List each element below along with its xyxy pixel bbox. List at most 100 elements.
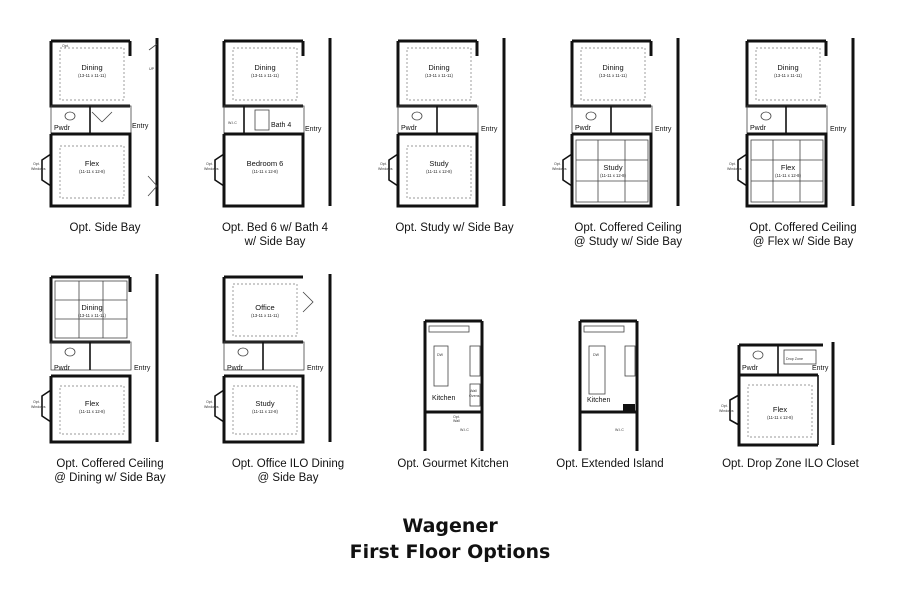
dining-size: (13-11 x 11-11) bbox=[599, 73, 627, 78]
option-caption: Opt. Bed 6 w/ Bath 4 w/ Side Bay bbox=[195, 221, 355, 249]
dw-label: DW bbox=[593, 353, 600, 357]
option-caption: Opt. Extended Island bbox=[540, 457, 680, 471]
wall-ovens-note-2: Ovens bbox=[469, 394, 480, 398]
windows-note-2: Windows bbox=[31, 405, 46, 409]
option-coffered-dining-plan: Dining (13-11 x 11-11) Pwdr Flex (11-11 … bbox=[30, 272, 170, 447]
windows-note: Opt. bbox=[380, 162, 387, 166]
windows-note: Opt. bbox=[729, 162, 736, 166]
option-caption: Opt. Side Bay bbox=[30, 221, 180, 235]
dining-size: (13-11 x 11-11) bbox=[425, 73, 453, 78]
caption-line-2: @ Side Bay bbox=[257, 472, 319, 484]
study-size: (11-11 x 12-8) bbox=[600, 173, 626, 178]
page-subtitle: First Floor Options bbox=[349, 541, 551, 563]
option-gourmet-kitchen-plan: DW Kitchen Wall Ovens W.I.C Opt. Wall bbox=[420, 316, 490, 451]
option-study-plan: Dining (13-11 x 11-11) Pwdr Study (11-11… bbox=[377, 36, 517, 211]
office-size: (13-11 x 11-11) bbox=[251, 313, 279, 318]
floor-plan-drawing: Dining (13-11 x 11-11) W.I.C Bath 4 Bedr… bbox=[204, 38, 332, 208]
pwdr-label: Pwdr bbox=[227, 365, 244, 372]
wic-label: W.I.C bbox=[460, 428, 469, 432]
option-caption: Opt. Coffered Ceiling @ Flex w/ Side Bay bbox=[718, 221, 888, 249]
option-coffered-study-plan: Dining (13-11 x 11-11) Pwdr Study (11-11… bbox=[551, 36, 691, 211]
dining-size: (13-11 x 11-11) bbox=[78, 73, 106, 78]
dining-label: Dining bbox=[254, 63, 275, 72]
windows-note: Opt. bbox=[206, 400, 213, 404]
bedroom6-size: (11-11 x 12-8) bbox=[252, 169, 278, 174]
dining-label: Dining bbox=[777, 63, 798, 72]
flex-label: Flex bbox=[781, 163, 795, 172]
floor-plan-drawing: Pwdr Drop Zone Flex (11-11 x 12-8) Opt. … bbox=[719, 342, 835, 447]
entry-label: Entry bbox=[307, 365, 324, 372]
bath4-label: Bath 4 bbox=[271, 122, 291, 129]
caption-line-2: @ Dining w/ Side Bay bbox=[54, 472, 166, 484]
floor-plan-drawing: Dining (13-11 x 11-11) Pwdr Study (11-11… bbox=[378, 38, 506, 208]
entry-label: Entry bbox=[132, 123, 149, 130]
study-size: (11-11 x 12-8) bbox=[252, 409, 278, 414]
windows-note-2: Windows bbox=[727, 167, 742, 171]
windows-note: Opt. bbox=[721, 404, 728, 408]
study-label: Study bbox=[603, 163, 622, 172]
caption-line-1: Opt. Bed 6 w/ Bath 4 bbox=[221, 222, 329, 234]
kitchen-label: Kitchen bbox=[587, 397, 610, 404]
pwdr-label: Pwdr bbox=[54, 365, 71, 372]
flex-label: Flex bbox=[85, 399, 99, 408]
caption-line-1: Opt. Side Bay bbox=[69, 222, 141, 234]
kitchen-label: Kitchen bbox=[432, 395, 455, 402]
opt-wall-note-2: Wall bbox=[453, 419, 460, 423]
flex-label: Flex bbox=[85, 159, 99, 168]
option-side-bay-plan: Dining (13-11 x 11-11) Opt. Pwdr Flex (1… bbox=[30, 36, 170, 211]
option-caption: Opt. Gourmet Kitchen bbox=[383, 457, 523, 471]
dining-size: (13-11 x 11-11) bbox=[251, 73, 279, 78]
entry-label: Entry bbox=[812, 365, 829, 372]
dining-size: (13-11 x 11-11) bbox=[78, 313, 106, 318]
caption-line-2: @ Flex w/ Side Bay bbox=[752, 236, 854, 248]
dw-label: DW bbox=[437, 353, 444, 357]
option-caption: Opt. Coffered Ceiling @ Dining w/ Side B… bbox=[30, 457, 190, 485]
floor-plan-drawing: DW Kitchen Wall Ovens W.I.C Opt. Wall bbox=[423, 319, 484, 451]
windows-note: Opt. bbox=[33, 400, 40, 404]
study-label: Study bbox=[255, 399, 274, 408]
windows-note-2: Windows bbox=[719, 409, 734, 413]
windows-note-2: Windows bbox=[204, 167, 219, 171]
caption-line-1: Opt. Extended Island bbox=[556, 458, 664, 470]
windows-note-2: Windows bbox=[378, 167, 393, 171]
windows-note-2: Windows bbox=[552, 167, 567, 171]
windows-note: Opt. bbox=[554, 162, 561, 166]
study-label: Study bbox=[429, 159, 448, 168]
dining-label: Dining bbox=[81, 63, 102, 72]
option-caption: Opt. Coffered Ceiling @ Study w/ Side Ba… bbox=[543, 221, 713, 249]
opt-wall-note: Opt. bbox=[453, 415, 460, 419]
wic-label: W.I.C bbox=[228, 121, 237, 125]
windows-note-2: Windows bbox=[31, 167, 46, 171]
caption-line-1: Opt. Coffered Ceiling bbox=[56, 458, 164, 470]
option-caption: Opt. Study w/ Side Bay bbox=[372, 221, 537, 235]
windows-note-2: Windows bbox=[204, 405, 219, 409]
windows-note: Opt. bbox=[33, 162, 40, 166]
wic-label: W.I.C bbox=[615, 428, 624, 432]
drop-zone-label: Drop Zone bbox=[786, 357, 803, 361]
option-coffered-flex-plan: Dining (13-11 x 11-11) Pwdr Flex (11-11 … bbox=[726, 36, 866, 211]
dining-label: Dining bbox=[428, 63, 449, 72]
floor-plan-drawing: Dining (13-11 x 11-11) Pwdr Flex (11-11 … bbox=[31, 274, 159, 444]
pwdr-label: Pwdr bbox=[401, 125, 418, 132]
entry-label: Entry bbox=[655, 126, 672, 133]
entry-label: Entry bbox=[830, 126, 847, 133]
floor-plan-drawing: Dining (13-11 x 11-11) Pwdr Flex (11-11 … bbox=[727, 38, 855, 208]
floor-plan-drawing: Dining (13-11 x 11-11) Opt. Pwdr Flex (1… bbox=[31, 38, 159, 208]
entry-label: Entry bbox=[305, 126, 322, 133]
option-office-plan: Office (13-11 x 11-11) Pwdr Study (11-11… bbox=[203, 272, 343, 447]
caption-line-1: Opt. Office ILO Dining bbox=[231, 458, 345, 470]
caption-line-1: Opt. Drop Zone ILO Closet bbox=[722, 458, 859, 470]
flex-size: (11-11 x 12-8) bbox=[767, 415, 793, 420]
bedroom6-label: Bedroom 6 bbox=[247, 159, 284, 168]
dining-label: Dining bbox=[602, 63, 623, 72]
option-bed6-bath4-plan: Dining (13-11 x 11-11) W.I.C Bath 4 Bedr… bbox=[203, 36, 343, 211]
floor-plan-drawing: Office (13-11 x 11-11) Pwdr Study (11-11… bbox=[204, 274, 332, 444]
flex-size: (11-11 x 12-8) bbox=[79, 169, 105, 174]
pwdr-label: Pwdr bbox=[54, 125, 71, 132]
option-extended-island-plan: DW Kitchen W.I.C bbox=[575, 316, 645, 451]
pwdr-label: Pwdr bbox=[750, 125, 767, 132]
study-size: (11-11 x 12-8) bbox=[426, 169, 452, 174]
pwdr-label: Pwdr bbox=[742, 365, 759, 372]
entry-label: Entry bbox=[481, 126, 498, 133]
option-caption: Opt. Drop Zone ILO Closet bbox=[708, 457, 873, 471]
